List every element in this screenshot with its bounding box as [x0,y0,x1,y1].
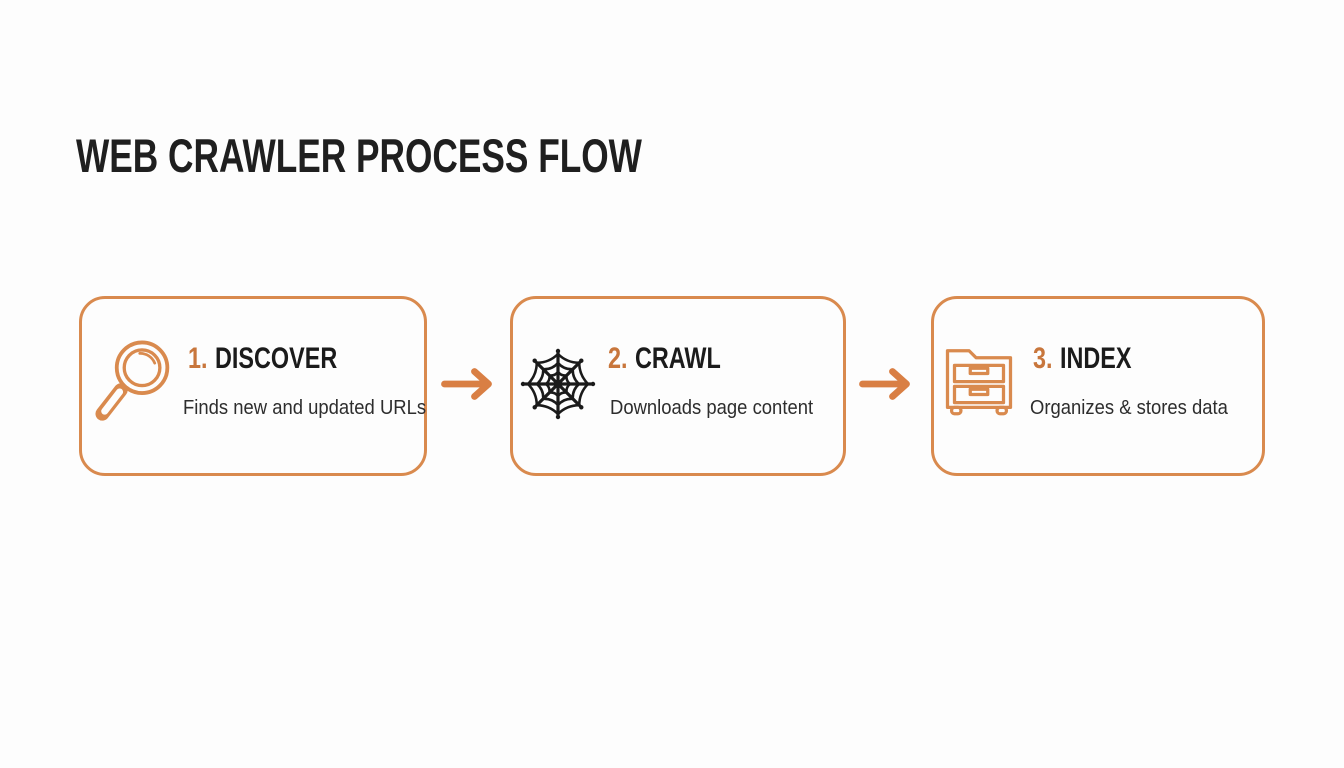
step-box-crawl: 2.CRAWL Downloads page content [510,296,846,476]
step-box-index: 3.INDEX Organizes & stores data [931,296,1265,476]
step-heading: 3.INDEX [1033,344,1132,374]
step-box-discover: 1.DISCOVER Finds new and updated URLs [79,296,427,476]
step-description: Downloads page content [610,396,814,419]
magnifier-icon [88,333,180,437]
filing-cabinet-icon [937,335,1021,419]
arrow-right-icon [441,367,495,401]
page-title: WEB CRAWLER PROCESS FLOW [76,129,642,182]
step-heading: 2.CRAWL [608,344,721,374]
arrow-right-icon [859,367,913,401]
step-description: Finds new and updated URLs [183,396,427,419]
step-number: 1. [188,342,208,375]
step-number: 2. [608,342,628,375]
step-label: DISCOVER [215,342,338,375]
spider-web-icon [520,346,596,422]
step-heading: 1.DISCOVER [188,344,337,374]
step-description: Organizes & stores data [1030,396,1228,419]
step-label: CRAWL [635,342,721,375]
step-label: INDEX [1060,342,1132,375]
step-number: 3. [1033,342,1053,375]
